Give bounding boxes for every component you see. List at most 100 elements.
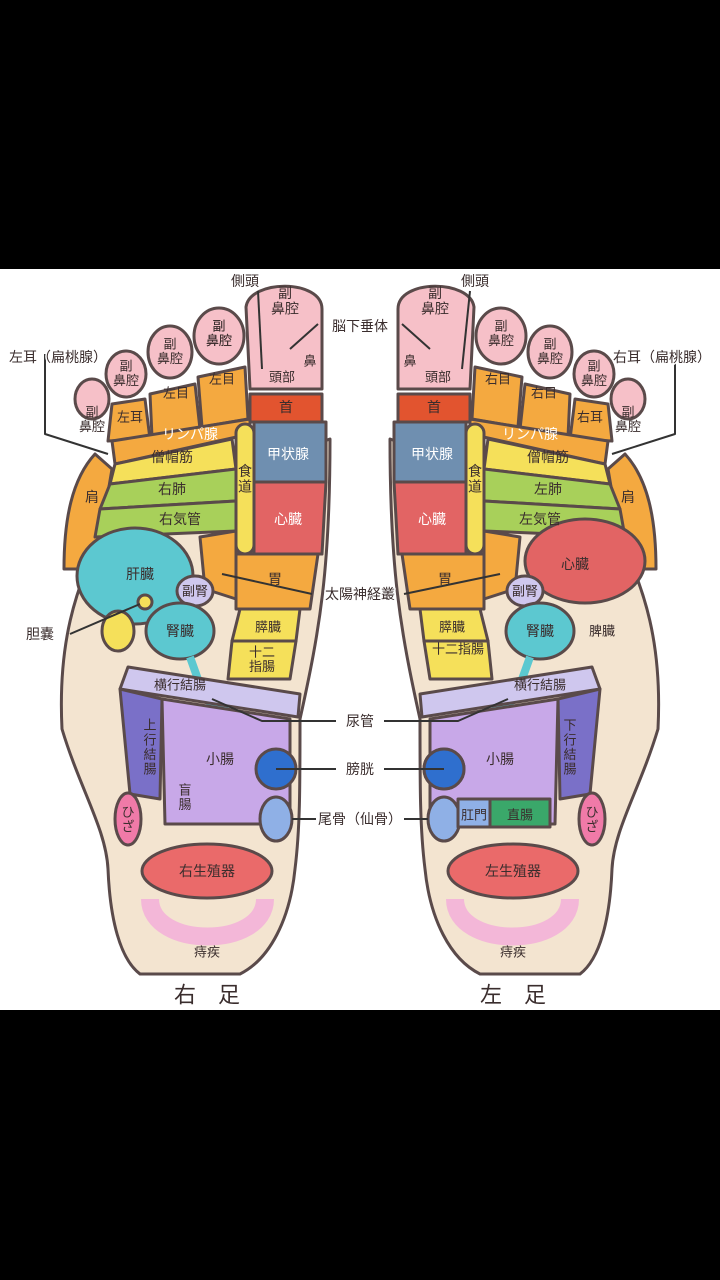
right_foot-sinus-4-label: 副鼻腔 [113, 359, 139, 389]
right_foot-small-intestine-label: 小腸 [206, 752, 234, 768]
callout-line-ureter [211, 698, 509, 722]
left_foot-shoulder-label: 肩 [621, 490, 635, 506]
callout-left-ear-tonsil: 左耳（扁桃腺） [9, 350, 107, 366]
left_foot-small-intestine-label: 小腸 [486, 752, 514, 768]
left_foot-genitals-label: 左生殖器 [485, 863, 541, 880]
right_foot-coccyx-zone [258, 795, 294, 843]
left_foot-sinus-big-label: 副鼻腔 [421, 286, 449, 318]
left_foot-neck-label: 首 [427, 400, 441, 416]
left_foot-heart-upper-label: 心臓 [561, 557, 589, 573]
left_foot-trapezius-label: 僧帽筋 [527, 449, 569, 466]
right_foot-sinus-big-label: 副鼻腔 [271, 286, 299, 318]
callout-bladder: 膀胱 [346, 761, 374, 778]
left_foot-transverse-colon-zone [418, 665, 602, 719]
right_foot-toe-5 [73, 377, 111, 421]
callout-line-temporal-left [461, 290, 471, 370]
left_foot-right-ear-label: 右耳 [577, 411, 603, 426]
right_foot-stomach-label: 胃 [268, 572, 282, 588]
left_foot-toe-5 [609, 377, 647, 421]
left_foot-hemorrhoid-zone [446, 897, 579, 946]
right_foot-trapezius-label: 僧帽筋 [151, 449, 193, 466]
callout-line-solar-plexus [221, 573, 501, 595]
right_foot-duodenum-zone [226, 639, 298, 681]
left_foot-adrenal-label: 副腎 [512, 585, 538, 600]
right_foot-adrenal-label: 副腎 [182, 585, 208, 600]
right_foot-sinus-2-label: 副鼻腔 [206, 319, 232, 349]
right_foot-transverse-colon-zone [118, 665, 302, 719]
left_foot-esophagus-label: 食道 [468, 463, 482, 496]
left_foot-thyroid-zone [392, 420, 468, 484]
right_foot-nose-label: 鼻 [303, 354, 316, 370]
right_foot-knee-label: ひざ [121, 805, 134, 835]
left_foot-side-colon-zone [556, 687, 602, 801]
left_foot-shoulder-zone [606, 452, 658, 571]
right_foot-liver-label: 肝臓 [126, 567, 154, 583]
left_foot-toe-4 [572, 349, 616, 399]
right_foot-hemorrhoids-label: 痔疾 [194, 945, 220, 961]
left_foot-pancreas-label: 膵臓 [439, 621, 465, 636]
right_foot-sinus-3-label: 副鼻腔 [157, 337, 183, 367]
reflexology-diagram: 副鼻腔頭部鼻首副鼻腔副鼻腔副鼻腔副鼻腔肩リンパ腺僧帽筋右肺右気管食道甲状腺胃副腎… [8, 272, 713, 1009]
callout-gallbladder: 胆嚢 [26, 627, 54, 643]
callout-coccyx: 尾骨（仙骨） [318, 812, 402, 828]
right_foot-ascending-colon-label: 上行結腸 [143, 719, 156, 778]
left_foot-heart-label: 心臓 [418, 512, 446, 528]
right_foot-kidney-label: 腎臓 [166, 624, 194, 640]
right_foot-cecum-label: 盲腸 [178, 782, 191, 813]
right_foot-kidney-zone [144, 601, 216, 661]
right_foot-lymph-label: リンパ腺 [162, 427, 218, 443]
right_foot-side-colon-zone [118, 687, 164, 801]
right_foot-toe-4 [104, 349, 148, 399]
left_foot-knee-label: ひざ [585, 805, 598, 835]
left_foot-right-eye-a-label: 右目 [485, 373, 511, 388]
right_foot-esophagus-label: 食道 [238, 463, 252, 496]
left_foot-genitals-zone [446, 842, 580, 900]
callout-temporal-left: 側頭 [461, 274, 489, 290]
left_foot-sinus-5-label: 副鼻腔 [615, 405, 641, 435]
right_foot-neck-label: 首 [279, 400, 293, 416]
left_foot-nose-label: 鼻 [403, 354, 416, 370]
right_foot-sinus-5-label: 副鼻腔 [79, 405, 105, 435]
left_foot-caption: 左 足 [480, 984, 546, 1009]
right_foot-lung-label: 右肺 [158, 482, 186, 498]
right_foot-head-label: 頭部 [269, 371, 295, 386]
left_foot-thyroid-label: 甲状腺 [411, 447, 453, 463]
left_foot-anus-zone [456, 797, 492, 829]
right_foot-bronchus-label: 右気管 [159, 512, 201, 528]
callout-line-pituitary [289, 323, 431, 350]
left_foot-lymph-label: リンパ腺 [502, 427, 558, 443]
reflexology-chart: 副鼻腔頭部鼻首副鼻腔副鼻腔副鼻腔副鼻腔肩リンパ腺僧帽筋右肺右気管食道甲状腺胃副腎… [0, 269, 720, 1010]
left_foot-duodenum-label: 十二指腸 [432, 643, 484, 658]
left_foot-rectum-label: 直腸 [507, 809, 533, 824]
left_foot-bronchus-label: 左気管 [519, 512, 561, 528]
right_foot-toe-3 [146, 324, 194, 380]
right_foot-duodenum-label: 十二指腸 [249, 645, 275, 675]
callout-solar-plexus: 太陽神経叢 [325, 587, 395, 603]
right_foot-genitals-zone [140, 842, 274, 900]
right_foot-neck-zone [248, 392, 324, 424]
right_foot-left-ear-label: 左耳 [117, 411, 143, 426]
right_foot-heart-label: 心臓 [274, 512, 302, 528]
left_foot-hemorrhoids-label: 痔疾 [500, 945, 526, 961]
right_foot-pancreas-label: 膵臓 [255, 621, 281, 636]
right_foot-hemorrhoid-zone [141, 897, 274, 946]
right_foot-caption: 右 足 [174, 984, 240, 1009]
right_foot-toe-2 [192, 306, 246, 366]
left_foot-spleen-label: 脾臓 [589, 625, 615, 640]
left_foot-knee-zone [577, 791, 607, 847]
left_foot-sinus-4-label: 副鼻腔 [581, 359, 607, 389]
left_foot-lung-label: 左肺 [534, 482, 562, 498]
callout-line-left-ear [44, 354, 109, 455]
left_foot-toe-3 [526, 324, 574, 380]
left_foot-anus-label: 肛門 [461, 809, 487, 824]
right_foot-thyroid-zone [252, 420, 328, 484]
left_foot-toe-2 [474, 306, 528, 366]
callout-right-ear-tonsil: 右耳（扁桃腺） [613, 350, 711, 366]
right_foot-genitals-label: 右生殖器 [179, 863, 235, 880]
right_foot-transverse-colon-label: 横行結腸 [154, 679, 206, 694]
callout-line-right-ear [611, 354, 676, 455]
left_foot-head-label: 頭部 [425, 371, 451, 386]
left_foot-heart-upper-zone [523, 517, 647, 605]
left_foot-right-eye-b-label: 右目 [531, 387, 557, 402]
